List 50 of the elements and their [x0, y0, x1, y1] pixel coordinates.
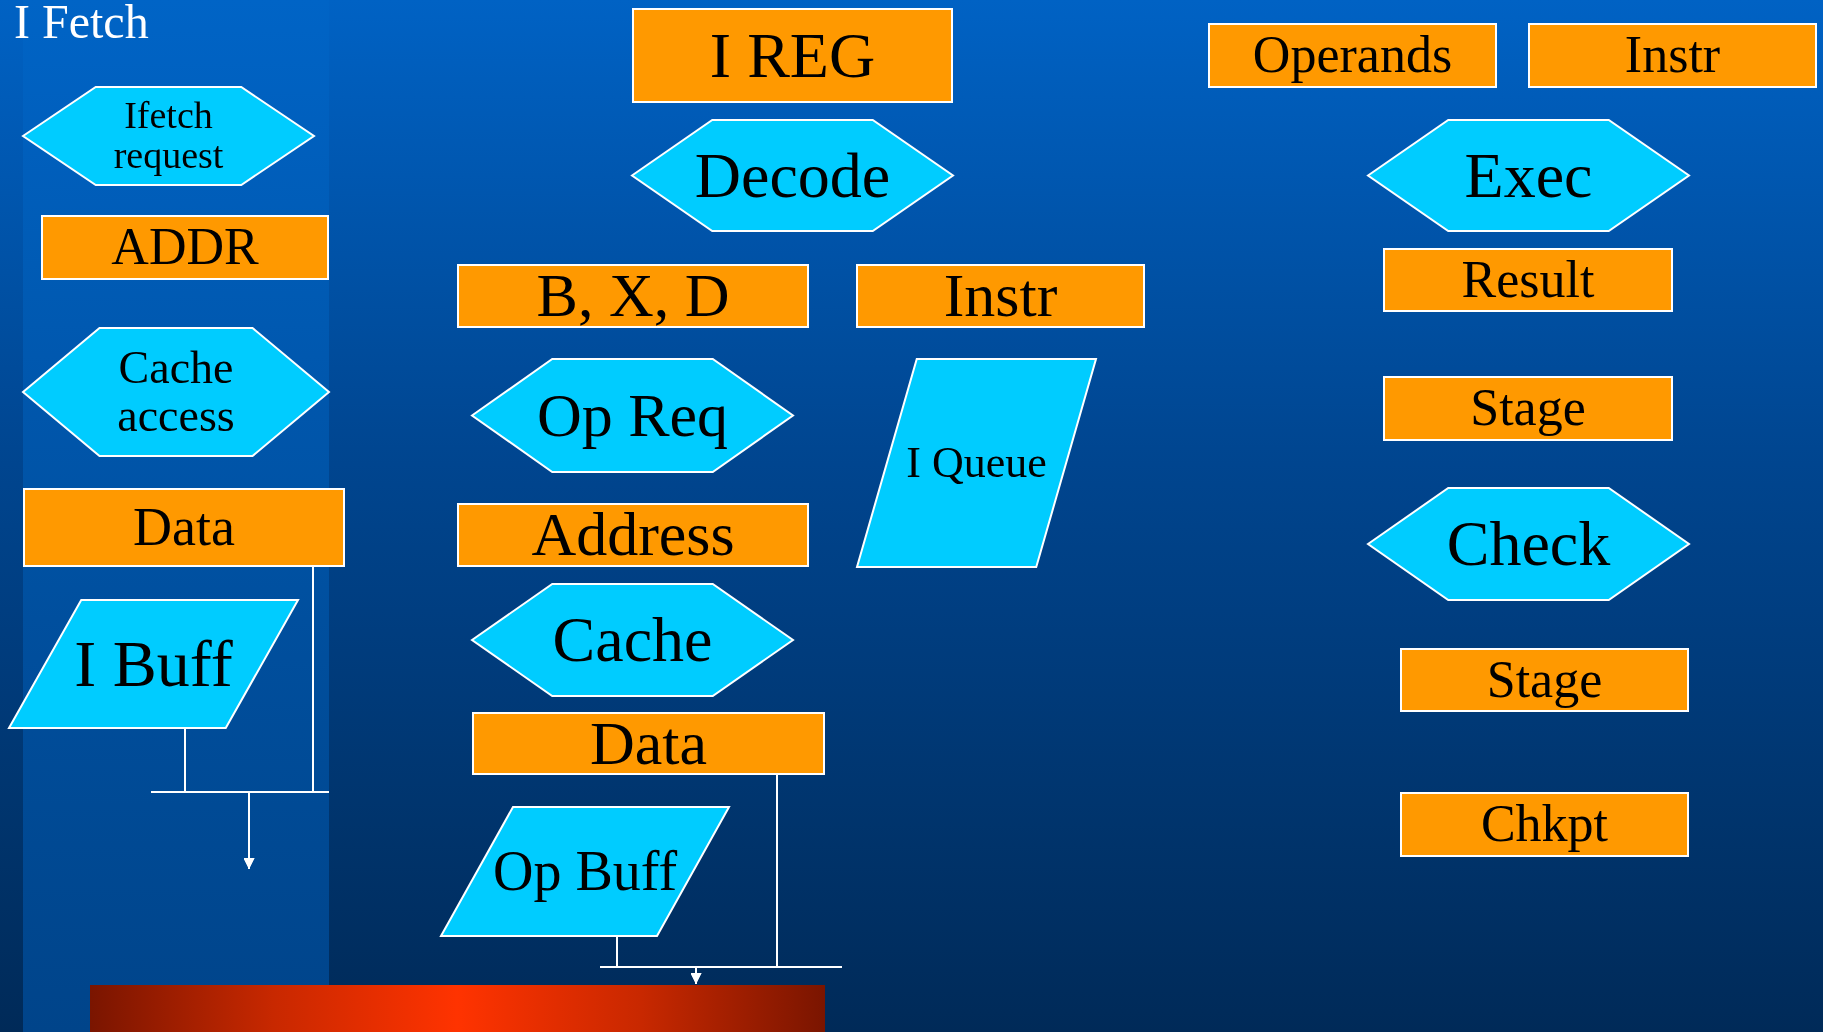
node-label: Cache [552, 606, 713, 674]
process-box [1400, 648, 1689, 712]
process-box [1528, 23, 1817, 88]
node-label: Data [589, 710, 707, 777]
node-label: Instr [1624, 28, 1721, 83]
hexagon-box [1368, 488, 1689, 600]
arrow [243, 566, 314, 870]
process-box [1383, 376, 1673, 441]
node-label: I REG [709, 21, 876, 90]
node-label: Ifetch request [112, 96, 225, 176]
node-label: Stage [1486, 652, 1603, 708]
hexagon-box [23, 328, 329, 456]
node-label: Exec [1464, 141, 1593, 210]
process-box [457, 264, 809, 328]
node-label: Instr [943, 263, 1058, 329]
node-label: I Queue [906, 439, 1047, 487]
process-box [856, 264, 1145, 328]
parallelogram-box [857, 359, 1096, 567]
process-box [1208, 23, 1497, 88]
process-box [1400, 792, 1689, 857]
node-label: Decode [694, 141, 891, 210]
process-box [472, 712, 825, 775]
process-box [23, 488, 345, 567]
node-label: Check [1446, 510, 1611, 578]
hexagon-box [23, 87, 314, 185]
node-label: Cache access [116, 343, 236, 441]
node-label: Op Buff [492, 842, 678, 901]
slide-title: I Fetch [14, 0, 149, 49]
node-label: ADDR [111, 220, 259, 275]
arrow [690, 774, 778, 985]
hexagon-box [472, 584, 793, 696]
node-label: Chkpt [1480, 797, 1609, 852]
node-label: Operands [1252, 28, 1453, 83]
node-label: B, X, D [536, 263, 730, 329]
hexagon-box [472, 359, 793, 472]
process-box [457, 503, 809, 567]
node-label: Op Req [536, 382, 729, 449]
node-label: Address [531, 502, 735, 568]
process-box [632, 8, 953, 103]
gradient-bar [90, 985, 825, 1032]
node-label: I Buff [74, 629, 233, 699]
hexagon-box [632, 120, 953, 231]
hexagon-box [1368, 120, 1689, 231]
node-label: Data [133, 499, 235, 556]
node-label: Stage [1470, 381, 1586, 436]
process-box [41, 215, 329, 280]
parallelogram-box [9, 600, 298, 728]
parallelogram-box [441, 807, 729, 936]
process-box [1383, 248, 1673, 312]
node-label: Result [1461, 252, 1595, 308]
